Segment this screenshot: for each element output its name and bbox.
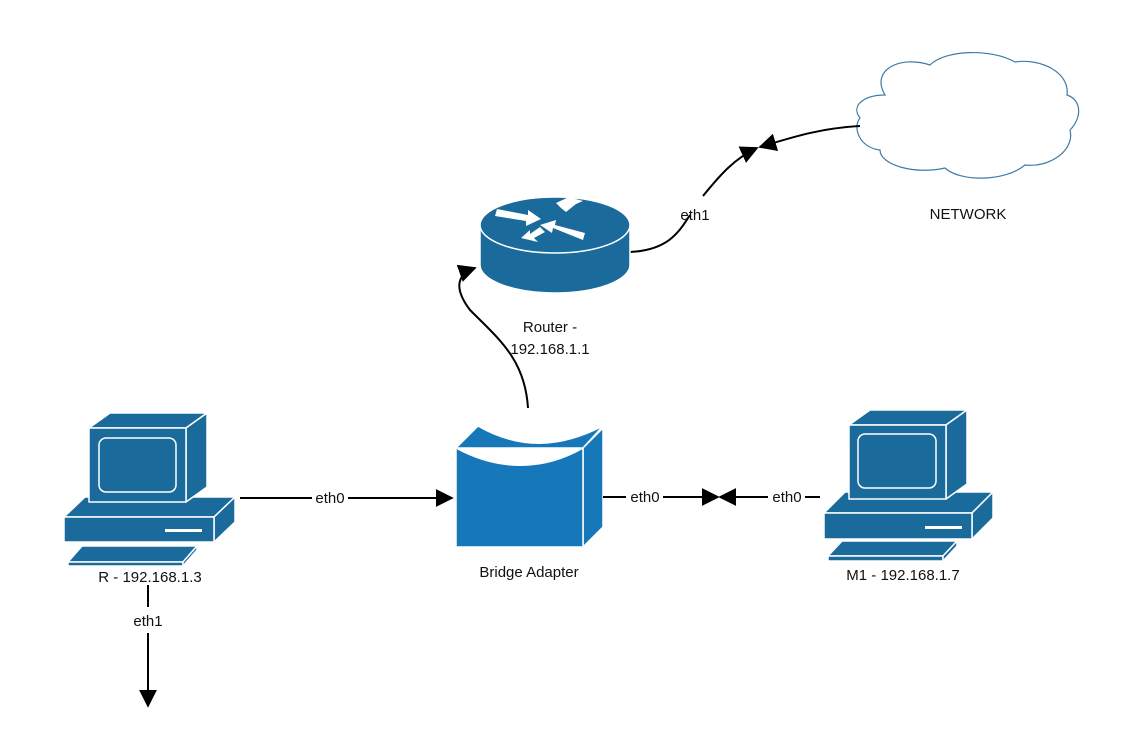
- host-r-node[interactable]: R - 192.168.1.3: [63, 412, 236, 586]
- bridge-icon: [454, 425, 604, 549]
- link-r-bridge[interactable]: eth0: [240, 489, 454, 507]
- host-m1-node[interactable]: M1 - 192.168.1.7: [823, 409, 994, 584]
- router-label-ip: 192.168.1.1: [510, 341, 589, 358]
- link-bridge-m1[interactable]: eth0 eth0: [603, 488, 820, 506]
- link-line: [629, 214, 691, 253]
- host-r-label: R - 192.168.1.3: [98, 569, 201, 586]
- router-node[interactable]: Router - 192.168.1.1: [479, 196, 631, 358]
- link-label-right: eth0: [772, 489, 801, 506]
- link-label: eth0: [315, 490, 344, 507]
- link-line: [702, 146, 759, 197]
- link-label-left: eth0: [630, 489, 659, 506]
- link-line: [758, 125, 861, 151]
- computer-icon: [823, 409, 994, 562]
- router-icon: [479, 196, 631, 294]
- computer-icon: [63, 412, 236, 567]
- link-label: eth1: [133, 613, 162, 630]
- link-router-network[interactable]: eth1: [629, 125, 861, 253]
- link-label: eth1: [680, 207, 709, 224]
- bridge-node[interactable]: Bridge Adapter: [454, 425, 604, 581]
- cloud-icon: [856, 52, 1080, 179]
- link-r-down[interactable]: eth1: [133, 585, 163, 708]
- host-m1-label: M1 - 192.168.1.7: [846, 567, 959, 584]
- router-label-line1: Router -: [523, 319, 577, 336]
- link-bridge-router[interactable]: [456, 264, 529, 409]
- network-label: NETWORK: [930, 206, 1007, 223]
- network-cloud-node[interactable]: NETWORK: [856, 52, 1080, 223]
- bridge-label: Bridge Adapter: [479, 564, 578, 581]
